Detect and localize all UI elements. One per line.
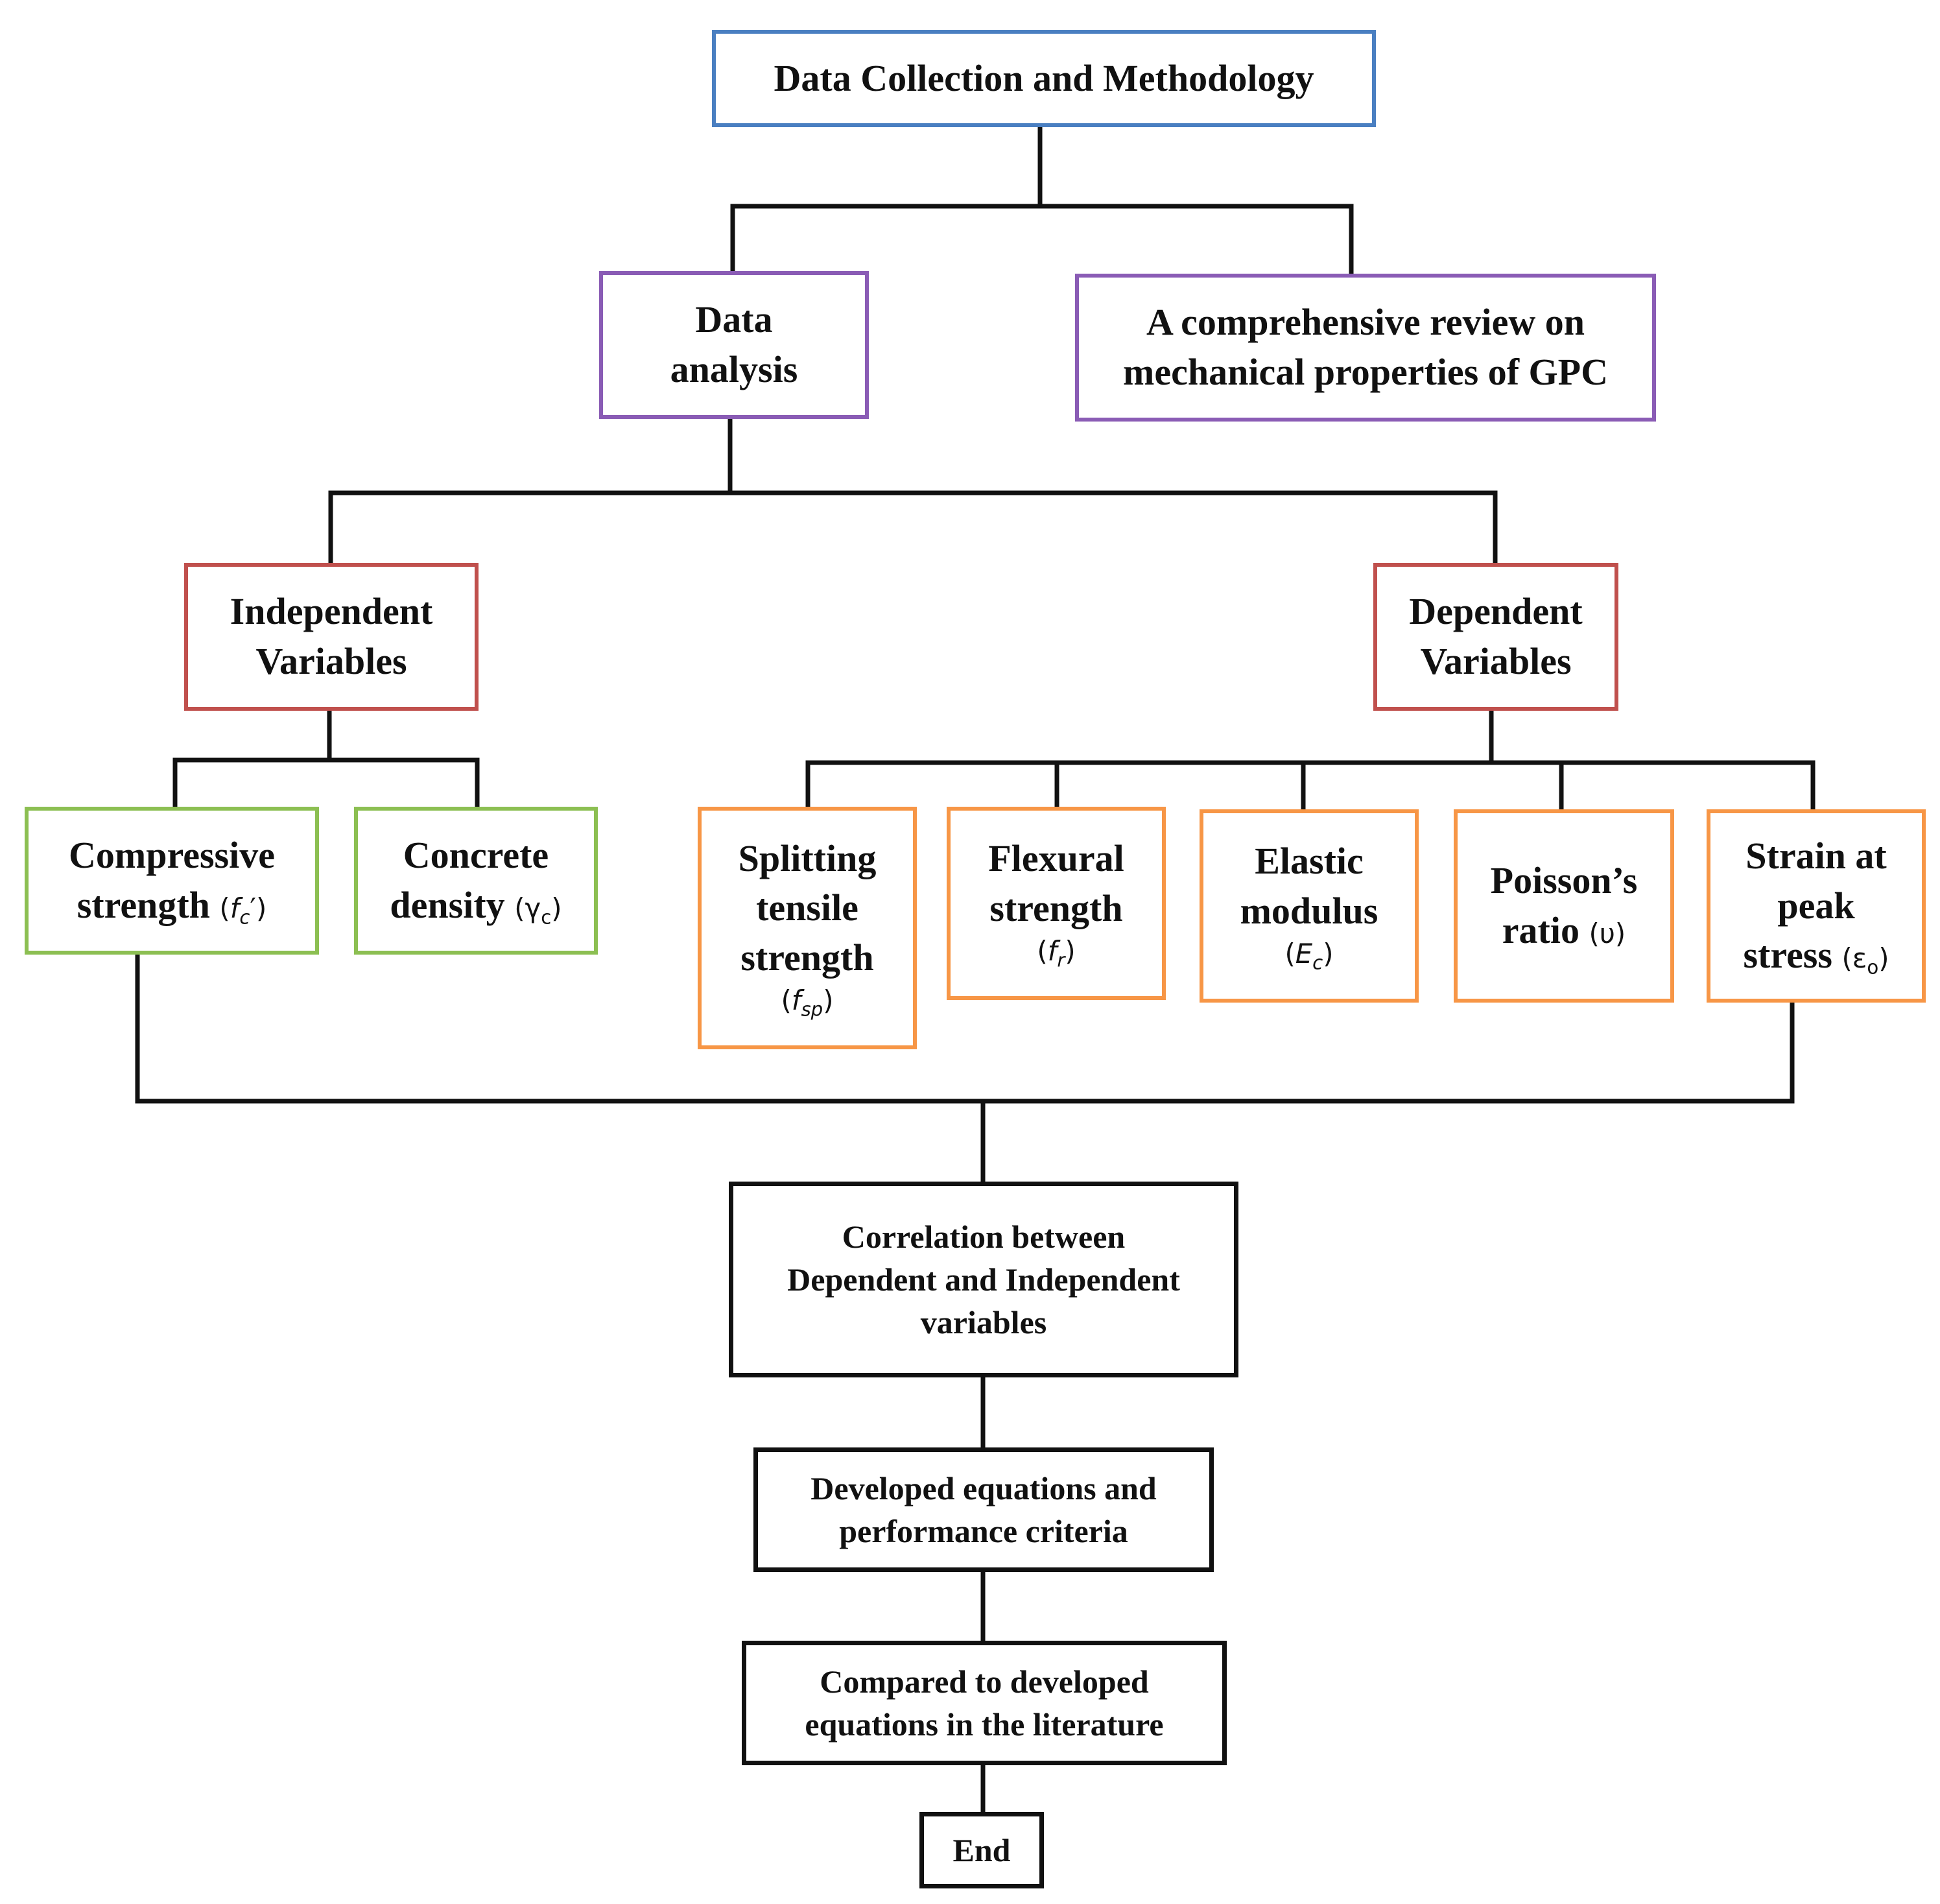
concrete-density-symbol: (γc): [514, 892, 562, 929]
compressive-strength-node: Compressive strength (fc′): [25, 807, 319, 955]
connector-analysis-to-variables: [328, 490, 1498, 567]
splitting-tensile-strength-node: Splitting tensile strength (fsp): [698, 807, 917, 1049]
compared-to-literature-node: Compared to developed equations in the l…: [742, 1641, 1227, 1765]
concrete-density-node: Concrete density (γc): [354, 807, 598, 955]
elastic-modulus-node: Elastic modulus (Ec): [1200, 809, 1419, 1003]
connector-top-to-level2: [730, 204, 1354, 278]
connector-independent-to-items: [172, 757, 480, 811]
strain-peak-symbol: (εo): [1841, 942, 1889, 979]
elastic-modulus-symbol: (Ec): [1284, 938, 1334, 974]
flexural-strength-node: Flexural strength (fr): [947, 807, 1166, 1000]
poissons-ratio-symbol: (υ): [1589, 918, 1626, 949]
connector-dependent-bus: [805, 760, 1816, 813]
end-node: End: [919, 1812, 1044, 1888]
poissons-ratio-node: Poisson’s ratio (υ): [1454, 809, 1674, 1003]
developed-equations-node: Developed equations and performance crit…: [753, 1447, 1214, 1572]
compressive-strength-symbol: (fc′): [219, 892, 267, 929]
splitting-tensile-symbol: (fsp): [781, 984, 834, 1021]
correlation-node: Correlation between Dependent and Indepe…: [729, 1182, 1238, 1377]
data-collection-methodology-node: Data Collection and Methodology: [712, 30, 1376, 127]
strain-at-peak-stress-node: Strain at peak stress (εo): [1707, 809, 1926, 1003]
independent-variables-node: Independent Variables: [184, 563, 479, 711]
data-analysis-node: Data analysis: [599, 271, 869, 419]
connector-variables-to-correlation: [135, 952, 1795, 1104]
flexural-strength-symbol: (fr): [1037, 935, 1076, 971]
comprehensive-review-node: A comprehensive review on mechanical pro…: [1075, 274, 1656, 422]
dependent-variables-node: Dependent Variables: [1373, 563, 1618, 711]
